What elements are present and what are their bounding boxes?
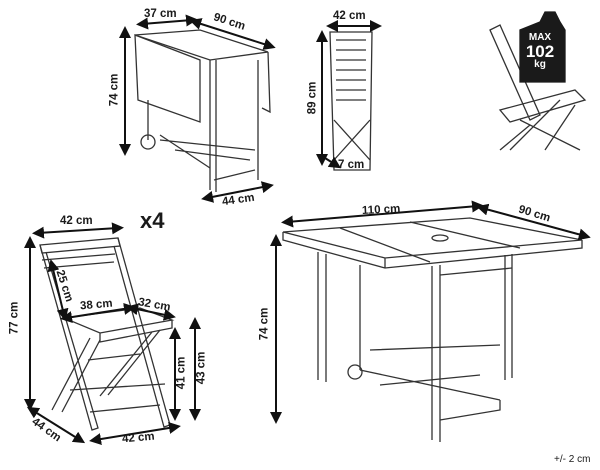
chair-load-drawing	[489, 11, 587, 151]
folded-table-depth-label: 37 cm	[144, 8, 177, 20]
open-table-height-label: 74 cm	[258, 307, 271, 341]
chair-seat-height-label: 43 cm	[195, 351, 208, 385]
max-load-line1: MAX	[528, 32, 552, 43]
folded-chair-height-label: 89 cm	[306, 81, 319, 115]
folded-table-drawing	[119, 14, 276, 203]
max-load-unit: kg	[534, 59, 546, 70]
folded-chair-width-label: 42 cm	[333, 10, 366, 22]
chair-drawing	[24, 222, 201, 445]
chair-quantity-label: x4	[140, 208, 165, 233]
max-load-value: 102	[525, 42, 555, 61]
tolerance-note: +/- 2 cm	[554, 454, 591, 465]
open-table-drawing	[270, 200, 591, 442]
folded-chair-drawing	[316, 20, 382, 171]
weight-tag-shape	[519, 11, 566, 83]
folded-chair-thickness-label: 7 cm	[338, 159, 365, 171]
chair-seat-height-front-label: 41 cm	[175, 356, 188, 390]
open-table-length-label: 110 cm	[361, 203, 401, 217]
chair-width-top-label: 42 cm	[60, 215, 93, 227]
folded-table-height-label: 74 cm	[108, 73, 121, 107]
max-load-tag: MAX 102 kg	[519, 33, 561, 70]
chair-height-label: 77 cm	[8, 301, 21, 335]
